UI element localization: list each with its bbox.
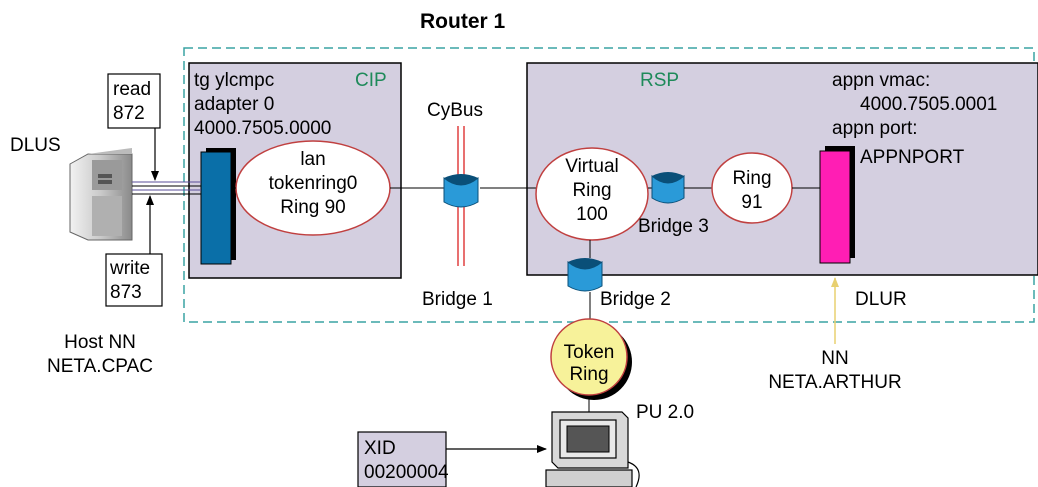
cip-tg-text: tg ylcmpc [194, 70, 274, 91]
bridge3-label: Bridge 3 [638, 216, 709, 237]
virtual-ring-text-3: 100 [576, 204, 608, 225]
write-box [105, 253, 163, 307]
lan-text: lan [300, 149, 325, 170]
router-title: Router 1 [420, 10, 506, 33]
xid-text-2: 00200004 [364, 462, 449, 483]
host-mainframe-icon [69, 148, 133, 241]
virtual-ring-ellipse [535, 147, 649, 241]
appn-vmac-label: appn vmac: [832, 70, 930, 91]
dlus-label: DLUS [10, 135, 61, 156]
pu-workstation-icon [545, 411, 640, 487]
dlur-label: DLUR [855, 289, 907, 310]
channel-adapter [200, 151, 232, 265]
host-name-1: Host NN [64, 332, 136, 353]
read-box [107, 73, 161, 129]
appn-vmac-value: 4000.7505.0001 [860, 94, 997, 115]
bridge1-label: Bridge 1 [422, 289, 493, 310]
virtual-ring-text-1: Virtual [565, 156, 619, 177]
virtual-ring-text-2: Ring [572, 180, 611, 201]
xid-box [357, 431, 447, 487]
rsp-label: RSP [640, 70, 679, 91]
appn-port [819, 150, 851, 264]
cip-label: CIP [355, 70, 387, 91]
ring91-text-2: 91 [741, 192, 762, 213]
bridge1-icon-top [444, 174, 478, 185]
write-text-2: 873 [110, 282, 142, 303]
ring91-text-1: Ring [732, 168, 771, 189]
bridge2-label: Bridge 2 [600, 289, 671, 310]
bridge2-icon-top [568, 258, 602, 269]
ring90-text: Ring 90 [280, 197, 346, 218]
cybus-label: CyBus [427, 100, 483, 121]
cip-adapter-text: adapter 0 [194, 94, 274, 115]
xid-text-1: XID [364, 438, 396, 459]
appn-port-value: APPNPORT [860, 147, 965, 168]
token-ring-text-1: Token [564, 342, 615, 363]
write-text-1: write [109, 258, 150, 279]
dlur-name-1: NN [821, 348, 848, 369]
read-text-2: 872 [113, 103, 145, 124]
cip-mac-text: 4000.7505.0000 [194, 118, 331, 139]
token-ring-text-2: Ring [569, 364, 608, 385]
bridge3-icon-top [652, 172, 684, 183]
token-ring [550, 318, 628, 396]
tokenring0-text: tokenring0 [269, 173, 358, 194]
read-text-1: read [113, 79, 151, 100]
host-name-2: NETA.CPAC [47, 356, 153, 377]
appn-port-label: appn port: [832, 118, 918, 139]
dlur-name-2: NETA.ARTHUR [768, 372, 901, 393]
pu-label: PU 2.0 [636, 402, 694, 423]
